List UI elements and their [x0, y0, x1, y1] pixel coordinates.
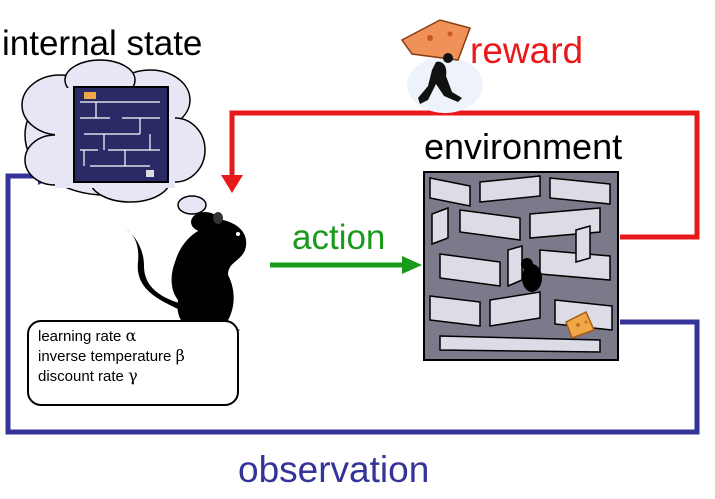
action-arrow — [270, 256, 422, 274]
cheese-icon — [565, 310, 596, 339]
environment-label: environment — [424, 126, 623, 167]
reward-arrow — [221, 110, 700, 240]
rat-icon — [124, 212, 247, 336]
reward-label: reward — [470, 30, 584, 71]
internal-state-label: internal state — [2, 24, 203, 63]
action-label: action — [292, 218, 386, 257]
parameter-name: learning rate — [38, 328, 122, 345]
grid-maze-icon — [73, 86, 169, 183]
parameter-symbol: γ — [128, 366, 138, 385]
parameter-discount-rate: discount rate γ — [38, 366, 237, 386]
parameter-symbol: α — [125, 326, 137, 345]
parameter-name: inverse temperature — [38, 348, 172, 365]
parameter-learning-rate: learning rate α — [38, 326, 237, 346]
parameters-box: learning rate α inverse temperature β di… — [27, 320, 239, 406]
parameter-symbol: β — [175, 346, 185, 365]
observation-label: observation — [238, 449, 430, 490]
parameter-name: discount rate — [38, 368, 124, 385]
parameter-inverse-temperature: inverse temperature β — [38, 346, 237, 366]
running-man-with-cheese-icon — [400, 19, 483, 113]
